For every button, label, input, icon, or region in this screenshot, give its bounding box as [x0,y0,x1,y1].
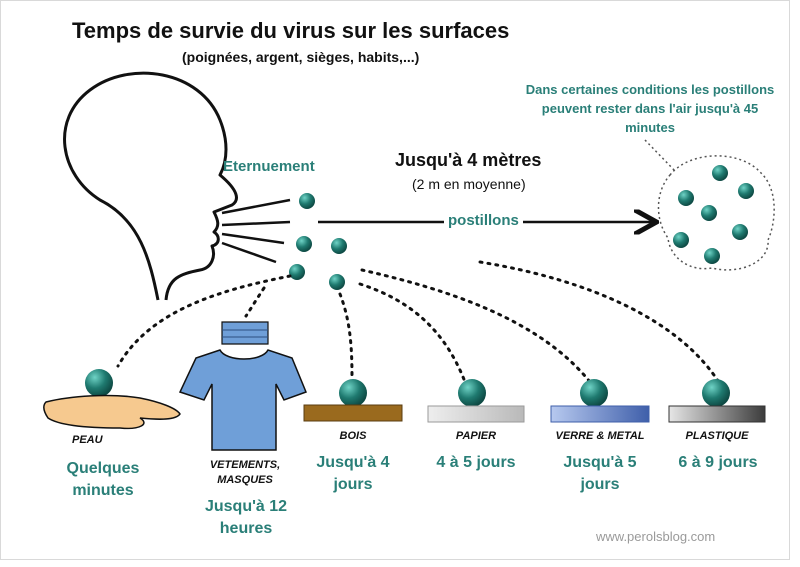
droplet-icon [289,193,347,290]
surface-label-papier: PAPIER [455,430,497,442]
airborne-note: Dans certaines conditions les postillons… [525,82,775,135]
sneeze-label: Eternuement [223,158,315,175]
surface-label-verre-metal: VERRE & METAL [555,430,645,442]
page-subtitle: (poignées, argent, sièges, habits,...) [182,49,420,65]
shirt-icon [178,349,307,451]
surface-duration-vetements: Jusqu'à 12 heures [204,498,288,537]
hand-icon [43,369,181,430]
surface-duration-peau: Quelques minutes [66,460,140,499]
glass-metal-surface [550,379,650,423]
page-title: Temps de survie du virus sur les surface… [72,18,510,43]
surface-duration-plastique: 6 à 9 jours [678,454,758,471]
paper-surface [427,379,525,423]
trajectories [116,260,722,386]
distance-sublabel: (2 m en moyenne) [412,176,526,192]
surface-label-vetements: VETEMENTS, MASQUES [209,459,281,486]
plastic-surface [668,379,766,423]
surface-duration-bois: Jusqu'à 4 jours [316,454,390,493]
distance-label: Jusqu'à 4 mètres [395,150,542,170]
surface-duration-verre-metal: Jusqu'à 5 jours [563,454,637,493]
droplets-label: postillons [444,212,523,229]
credit-link[interactable]: www.perolsblog.com [596,529,716,544]
head-profile-icon [63,71,238,301]
frame [0,0,790,560]
wood-surface [303,379,403,422]
mask-icon [221,321,269,345]
surface-label-plastique: PLASTIQUE [685,430,749,442]
surface-label-peau: PEAU [72,434,103,446]
airborne-cloud [644,139,775,271]
sneeze-lines [221,198,291,264]
surface-duration-papier: 4 à 5 jours [436,454,516,471]
surface-label-bois: BOIS [339,430,367,442]
